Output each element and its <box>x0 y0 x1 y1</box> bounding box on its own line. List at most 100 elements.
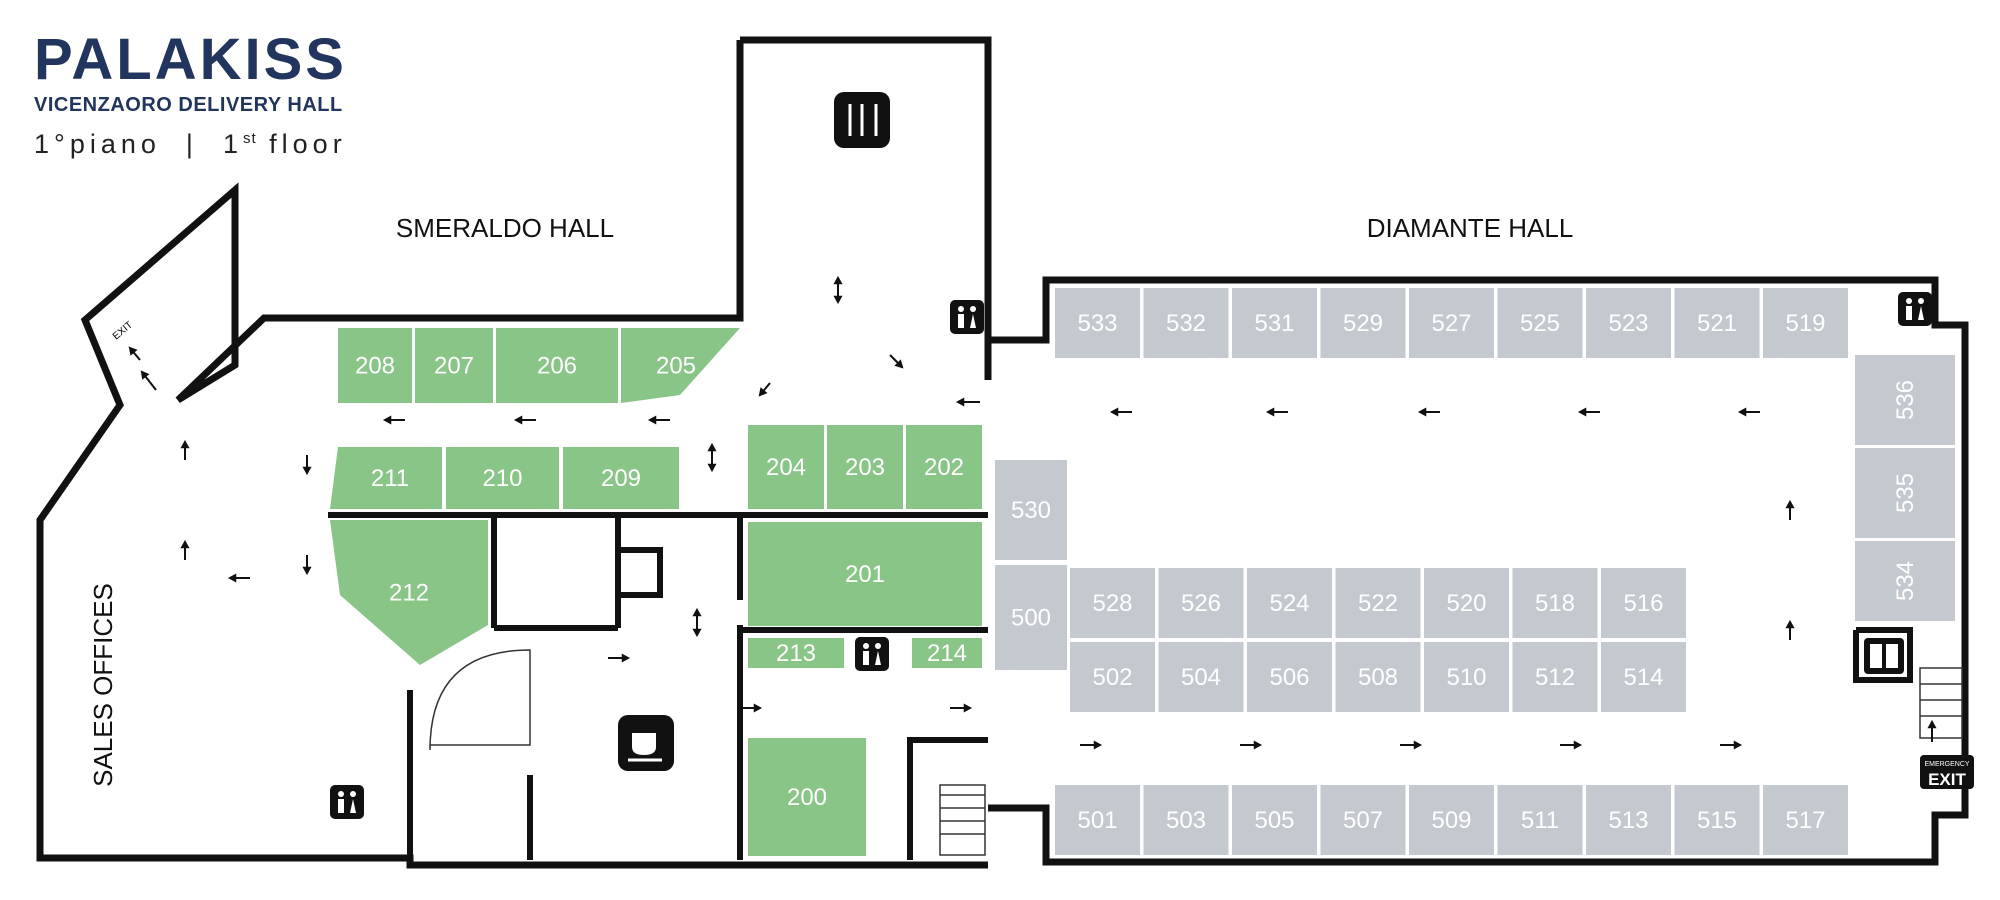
booth-522[interactable] <box>1335 568 1421 638</box>
booth-212[interactable] <box>330 520 488 665</box>
booth-517[interactable] <box>1763 785 1848 855</box>
booth-label: 529 <box>1343 310 1383 337</box>
floor-english-word: floor <box>269 129 347 159</box>
floor-indicator: 1°piano | 1st floor <box>34 129 347 160</box>
booth-510[interactable] <box>1424 642 1509 712</box>
booth-208[interactable] <box>338 328 412 403</box>
cafe-icon <box>618 715 674 771</box>
booth-516[interactable] <box>1601 568 1686 638</box>
booth-label: 213 <box>776 640 816 667</box>
restroom-icons <box>330 292 1932 819</box>
booth-label: 518 <box>1535 590 1575 617</box>
booth-511[interactable] <box>1497 785 1583 855</box>
booth-527[interactable] <box>1409 288 1494 358</box>
booth-label: 521 <box>1697 310 1737 337</box>
booth-label: 516 <box>1623 590 1663 617</box>
emergency-exit-icon: EMERGENCY EXIT <box>1920 755 1974 789</box>
booth-label: 206 <box>537 353 577 380</box>
outer-walls <box>36 36 1969 869</box>
booth-514[interactable] <box>1601 642 1686 712</box>
exit-label: EXIT <box>111 320 135 343</box>
booth-521[interactable] <box>1674 288 1760 358</box>
booth-512[interactable] <box>1512 642 1598 712</box>
booth-205[interactable] <box>621 328 740 403</box>
booth-534[interactable] <box>1855 541 1955 621</box>
booth-503[interactable] <box>1143 785 1229 855</box>
booth-label: 530 <box>1011 497 1051 524</box>
booth-label: 500 <box>1011 605 1051 632</box>
booth-209[interactable] <box>563 447 679 509</box>
booth-500[interactable] <box>995 565 1067 670</box>
venue-subtitle: VICENZAORO DELIVERY HALL <box>34 94 343 116</box>
booth-508[interactable] <box>1335 642 1421 712</box>
booth-502[interactable] <box>1070 642 1155 712</box>
booth-label: 528 <box>1092 590 1132 617</box>
booth-label: 512 <box>1535 664 1575 691</box>
booth-505[interactable] <box>1232 785 1317 855</box>
sales-offices-label: SALES OFFICES <box>88 583 118 787</box>
booth-213[interactable] <box>748 638 844 668</box>
booth-533[interactable] <box>1055 288 1140 358</box>
floor-italian: 1°piano <box>34 129 161 159</box>
booth-515[interactable] <box>1674 785 1760 855</box>
booth-label: 504 <box>1181 664 1221 691</box>
booth-label: 536 <box>1892 380 1919 420</box>
booth-label: 209 <box>601 465 641 492</box>
booth-203[interactable] <box>827 425 903 509</box>
booth-label: 204 <box>766 454 806 481</box>
booth-label: 502 <box>1092 664 1132 691</box>
booth-label: 506 <box>1269 664 1309 691</box>
smeraldo-hall-label: SMERALDO HALL <box>396 213 614 243</box>
booth-519[interactable] <box>1763 288 1848 358</box>
booth-206[interactable] <box>496 328 618 403</box>
booth-label: 212 <box>389 580 429 607</box>
booth-label: 203 <box>845 454 885 481</box>
booth-label: 534 <box>1892 561 1919 601</box>
map-header: PALAKISS VICENZAORO DELIVERY HALL 1°pian… <box>34 30 347 160</box>
booth-524[interactable] <box>1247 568 1332 638</box>
booth-501[interactable] <box>1055 785 1140 855</box>
booth-label: 531 <box>1254 310 1294 337</box>
restroom-icon <box>855 637 889 671</box>
booth-label: 526 <box>1181 590 1221 617</box>
booth-531[interactable] <box>1232 288 1317 358</box>
booth-label: 524 <box>1269 590 1309 617</box>
booth-210[interactable] <box>446 447 559 509</box>
booth-200[interactable] <box>748 738 866 856</box>
booth-529[interactable] <box>1320 288 1406 358</box>
booth-211[interactable] <box>330 447 442 509</box>
booth-532[interactable] <box>1143 288 1229 358</box>
booth-label: 535 <box>1892 473 1919 513</box>
booth-506[interactable] <box>1247 642 1332 712</box>
booth-518[interactable] <box>1512 568 1598 638</box>
booth-504[interactable] <box>1158 642 1244 712</box>
booth-509[interactable] <box>1409 785 1494 855</box>
svg-text:EMERGENCY: EMERGENCY <box>1924 761 1969 768</box>
booth-513[interactable] <box>1586 785 1671 855</box>
booth-label: 505 <box>1254 807 1294 834</box>
booth-202[interactable] <box>906 425 982 509</box>
booth-528[interactable] <box>1070 568 1155 638</box>
booth-label: 208 <box>355 353 395 380</box>
booth-label: 517 <box>1785 807 1825 834</box>
booth-525[interactable] <box>1497 288 1583 358</box>
restaurant-icon <box>834 92 890 148</box>
booth-201[interactable] <box>748 522 982 626</box>
booth-536[interactable] <box>1855 355 1955 445</box>
booth-214[interactable] <box>912 638 982 668</box>
booth-207[interactable] <box>415 328 493 403</box>
booth-507[interactable] <box>1320 785 1406 855</box>
booth-label: 202 <box>924 454 964 481</box>
booth-label: 511 <box>1521 807 1559 834</box>
booth-535[interactable] <box>1855 448 1955 538</box>
booth-label: 510 <box>1446 664 1486 691</box>
booth-530[interactable] <box>995 460 1067 560</box>
booth-label: 507 <box>1343 807 1383 834</box>
booth-523[interactable] <box>1586 288 1671 358</box>
booth-526[interactable] <box>1158 568 1244 638</box>
booth-520[interactable] <box>1424 568 1509 638</box>
booth-204[interactable] <box>748 425 824 509</box>
booth-label: 503 <box>1166 807 1206 834</box>
